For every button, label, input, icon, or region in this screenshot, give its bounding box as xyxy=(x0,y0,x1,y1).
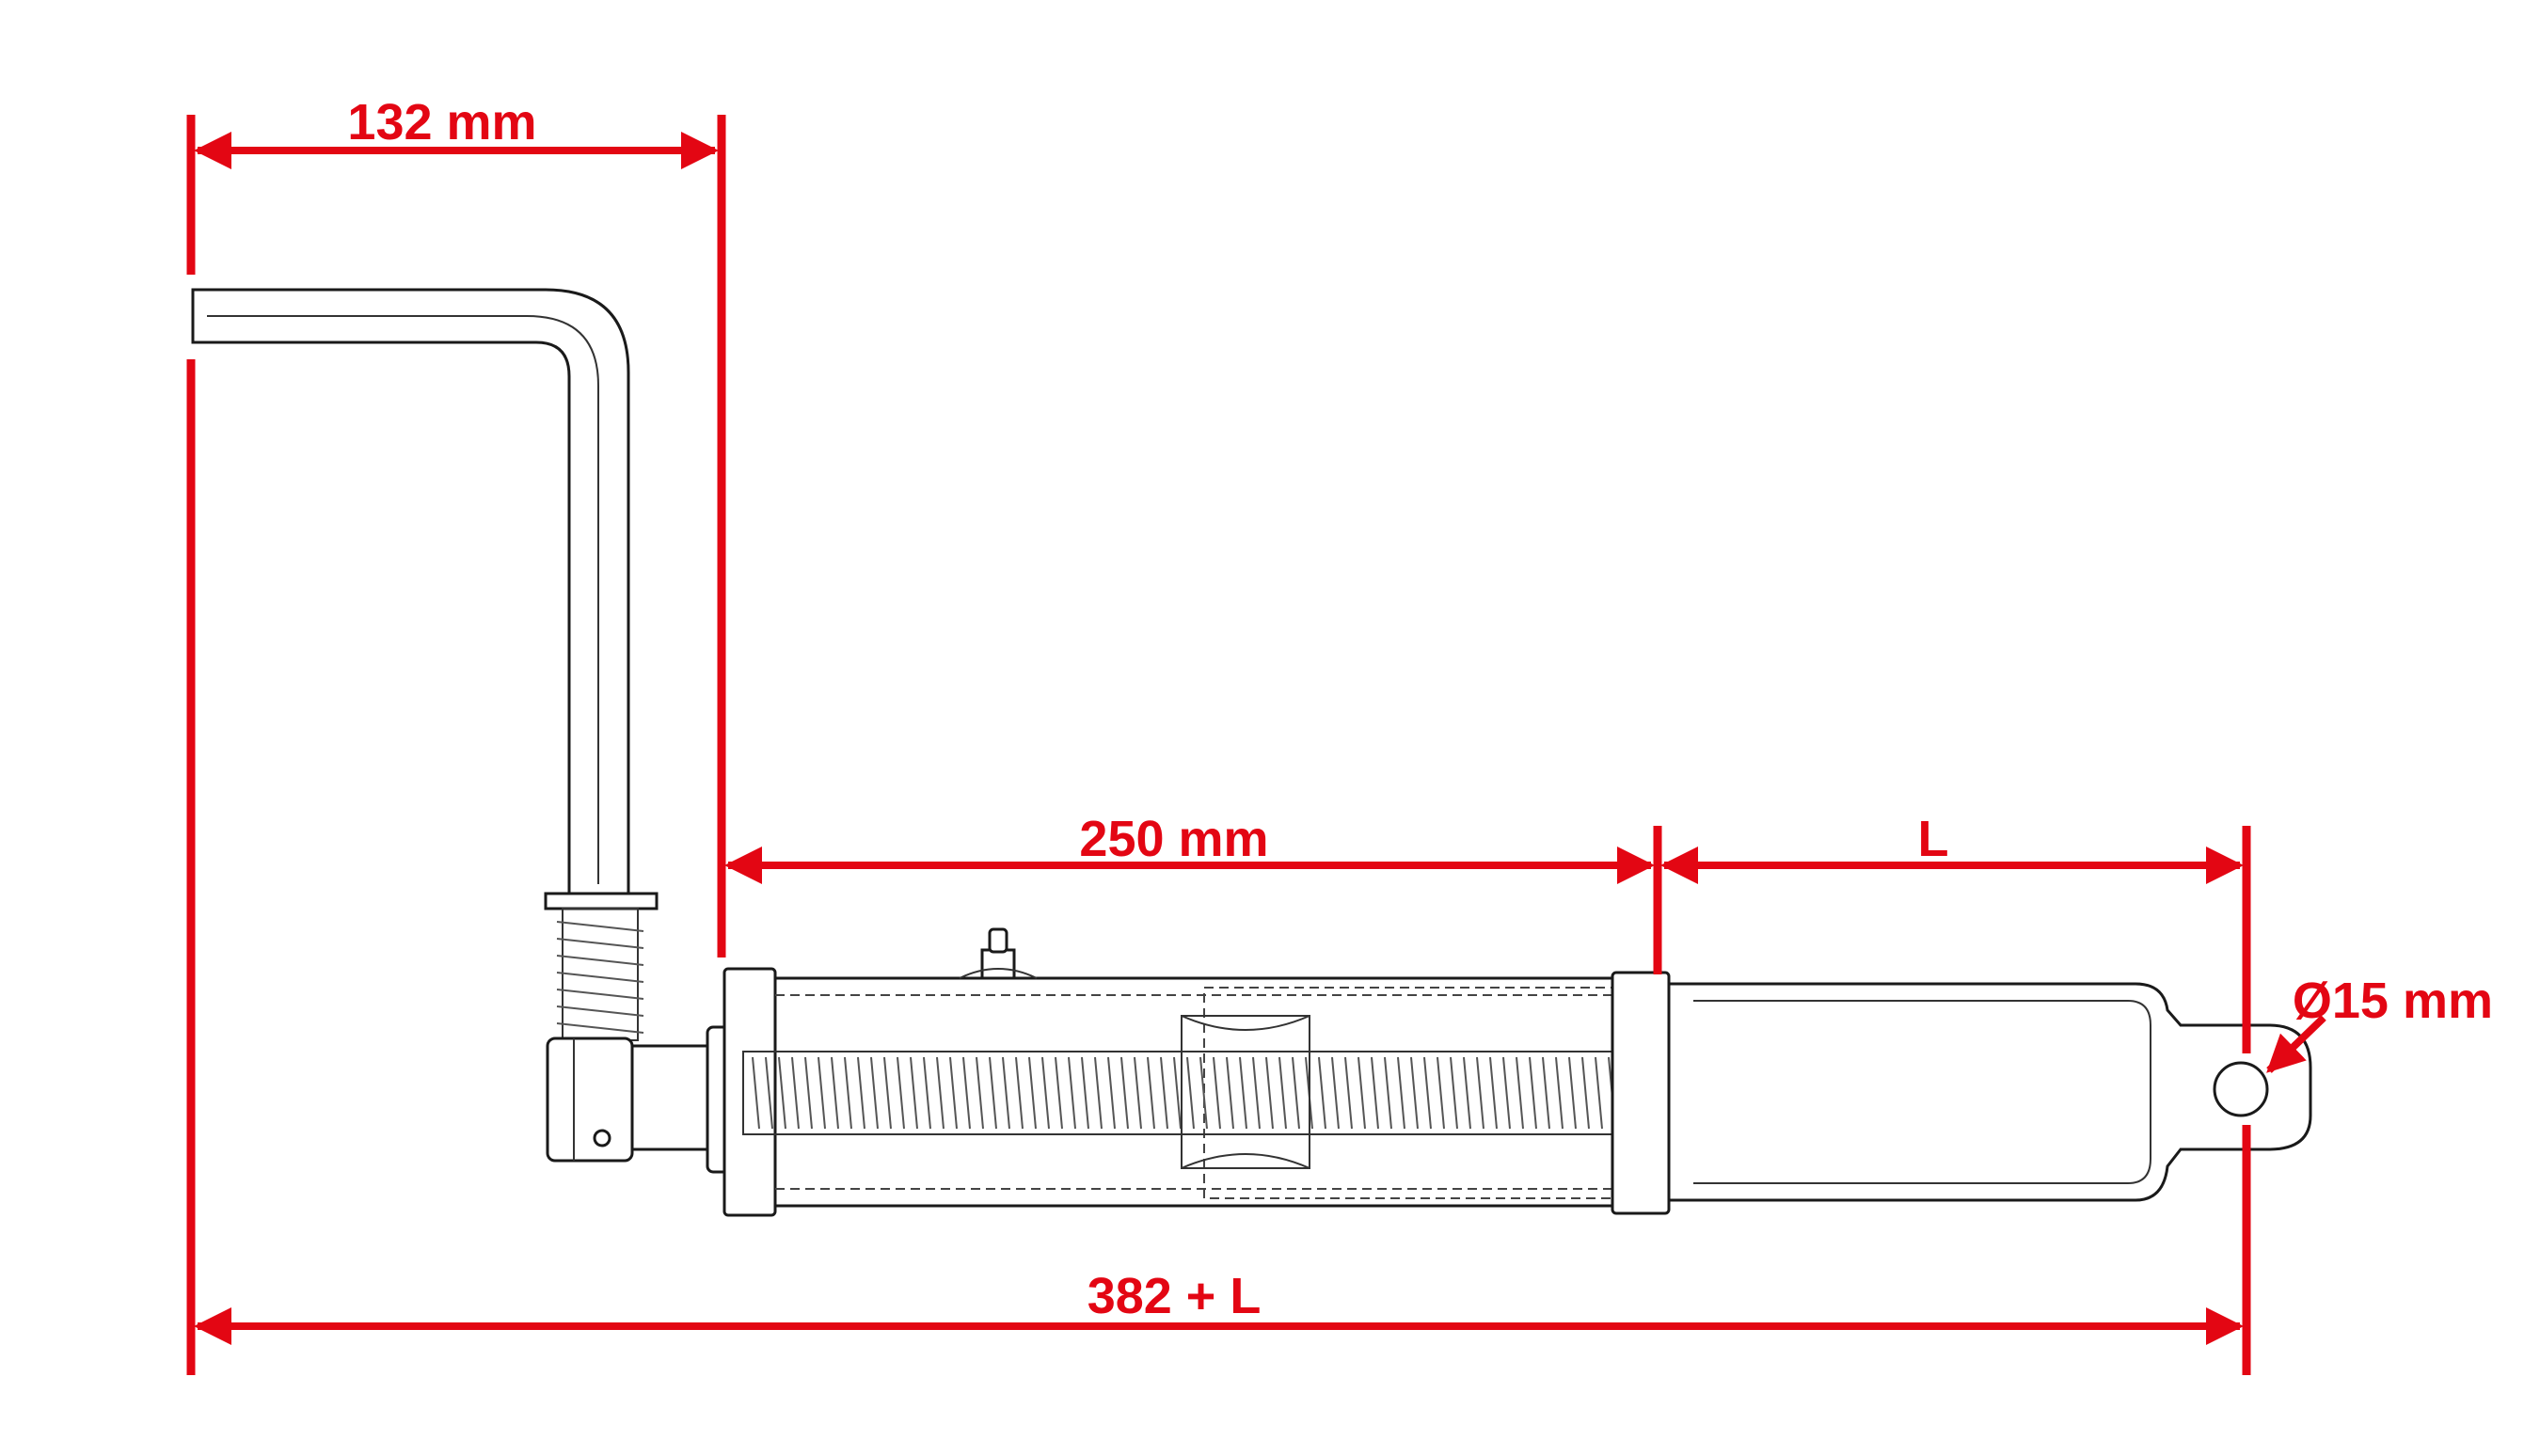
dimension-L: L xyxy=(1660,811,2251,1053)
crank-joint xyxy=(546,1037,711,1163)
dimension-label-132: 132 mm xyxy=(347,94,536,150)
spindle-thread xyxy=(752,1056,1629,1130)
outer-tube xyxy=(706,967,1671,1217)
grease-nipple xyxy=(959,927,1038,980)
dimension-label-L: L xyxy=(1918,811,1949,867)
dimension-label-diameter: Ø15 mm xyxy=(2293,973,2493,1029)
dimension-label-250: 250 mm xyxy=(1079,811,1268,867)
crank-handle xyxy=(191,288,659,910)
dimension-diameter: Ø15 mm xyxy=(2266,973,2493,1073)
dimension-label-total: 382 + L xyxy=(1087,1268,1262,1324)
dimension-total: 382 + L xyxy=(186,359,2251,1375)
dimension-132: 132 mm xyxy=(186,94,726,957)
eye-hole xyxy=(2213,1061,2269,1117)
spring xyxy=(556,908,644,1041)
inner-tube-with-eye xyxy=(1667,982,2312,1202)
dimension-250: 250 mm xyxy=(724,811,1662,974)
